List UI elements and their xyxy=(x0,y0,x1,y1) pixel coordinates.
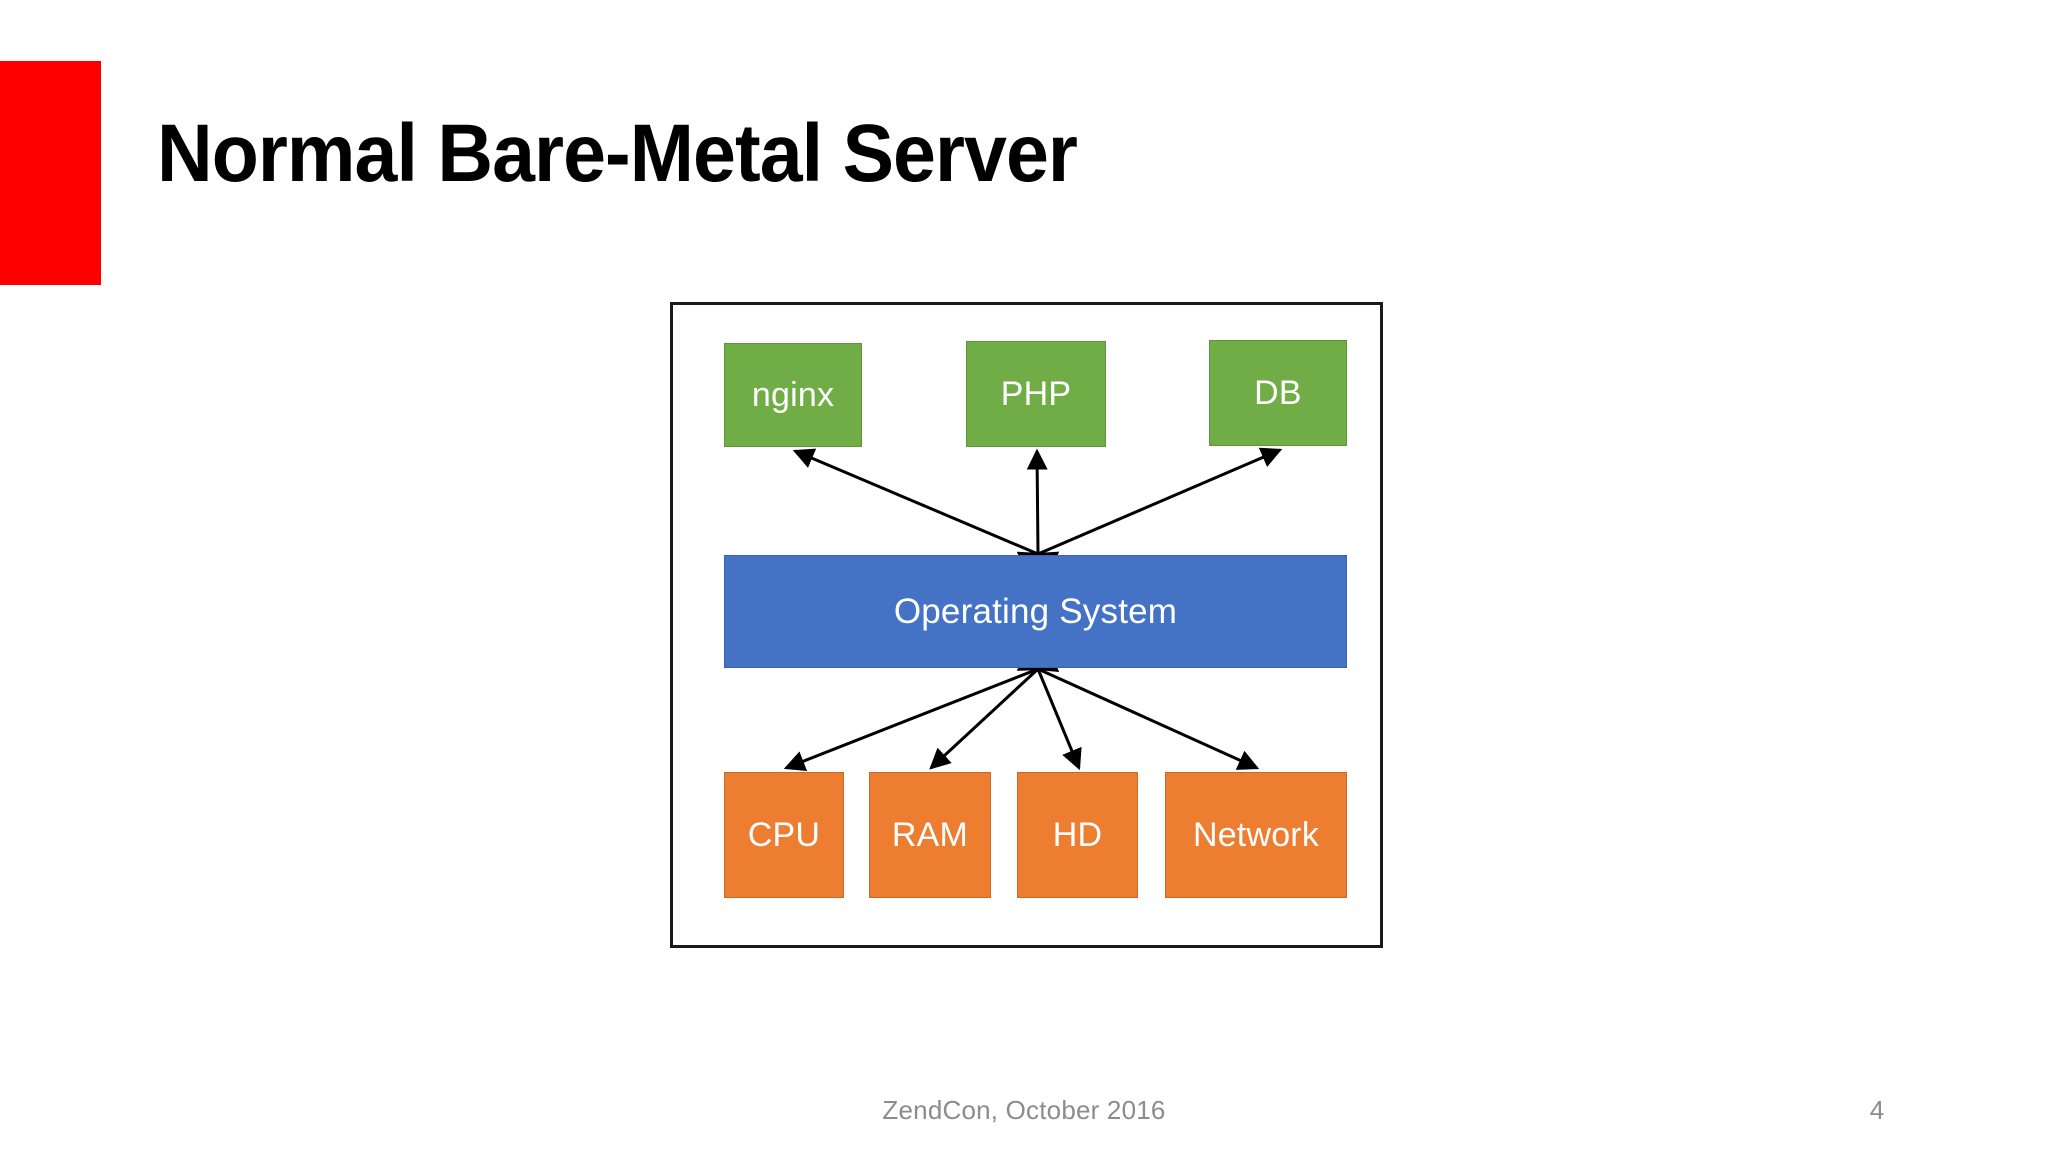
connector-os-hd xyxy=(1021,647,1082,771)
connector-os-ram xyxy=(929,648,1059,770)
node-php-label: PHP xyxy=(1000,375,1072,413)
node-php: PHP xyxy=(966,341,1106,447)
connector-os-nginx xyxy=(792,448,1060,571)
node-db: DB xyxy=(1209,340,1347,446)
node-network: Network xyxy=(1165,772,1347,898)
node-cpu-label: CPU xyxy=(747,816,821,854)
connector-os-network xyxy=(1016,651,1260,770)
page-number: 4 xyxy=(1869,1095,1885,1125)
node-operating-system-label: Operating System xyxy=(893,592,1178,631)
red-accent-bar xyxy=(0,61,101,285)
node-ram: RAM xyxy=(869,772,991,898)
architecture-diagram: nginx PHP DB Operating System CPU RAM HD… xyxy=(670,302,1383,948)
node-operating-system: Operating System xyxy=(724,555,1347,668)
node-db-label: DB xyxy=(1254,374,1302,412)
page-title: Normal Bare-Metal Server xyxy=(157,108,1078,199)
connector-os-db xyxy=(1016,447,1283,571)
node-network-label: Network xyxy=(1192,816,1320,854)
node-cpu: CPU xyxy=(724,772,844,898)
node-nginx-label: nginx xyxy=(751,376,835,414)
connector-os-cpu xyxy=(783,652,1060,771)
node-nginx: nginx xyxy=(724,343,862,447)
footer-event-label: ZendCon, October 2016 xyxy=(882,1095,1166,1125)
node-ram-label: RAM xyxy=(891,816,969,854)
connector-os-php xyxy=(1026,448,1049,573)
node-hd: HD xyxy=(1017,772,1138,898)
node-hd-label: HD xyxy=(1052,816,1103,854)
